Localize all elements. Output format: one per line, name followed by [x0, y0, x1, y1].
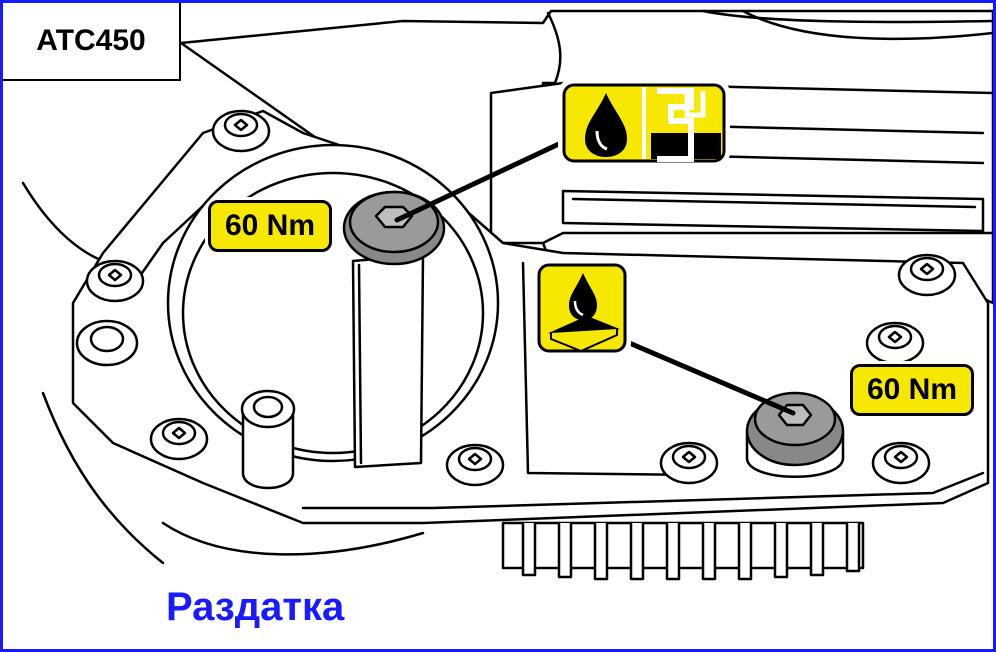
bolt — [659, 441, 719, 485]
housing-ridge — [701, 9, 993, 24]
cover-tab — [351, 253, 425, 469]
housing-ridge-2 — [741, 9, 993, 41]
housing-shelf-slot — [561, 189, 985, 233]
bolt — [240, 389, 296, 490]
bolt-group — [75, 109, 957, 490]
bolt — [871, 441, 931, 485]
housing-shelf-slot-inner — [571, 197, 977, 209]
diagram-caption: Раздатка — [166, 585, 345, 629]
round-cover-rim — [181, 171, 485, 455]
round-cover — [166, 143, 500, 463]
housing-bottom-curve — [161, 521, 425, 556]
bolt — [149, 417, 209, 461]
bolt — [211, 109, 271, 153]
housing-outline-left — [21, 181, 105, 263]
cooling-fins — [501, 521, 865, 581]
fill-plug-hex — [374, 205, 414, 229]
bolt — [897, 253, 957, 297]
housing-outline-left-lower — [41, 391, 165, 565]
model-label: ATC450 — [3, 3, 181, 81]
oil-drain-icon — [533, 259, 631, 357]
cover-plate-crease — [521, 261, 705, 477]
bolt — [85, 259, 145, 303]
cover-plate-ledge — [301, 471, 985, 510]
drain-leader-line — [610, 333, 796, 416]
bolt — [75, 319, 139, 367]
cover-tab-edge — [357, 263, 363, 465]
transfer-case-drawing — [21, 9, 993, 581]
oil-fill-level-icon — [558, 79, 730, 167]
bolt — [445, 443, 505, 487]
fill-plug-torque-label: 60 Nm — [208, 200, 332, 252]
drain-plug-torque-label: 60 Nm — [850, 364, 974, 416]
fill-leader-line — [394, 140, 564, 223]
bolt — [865, 321, 925, 365]
